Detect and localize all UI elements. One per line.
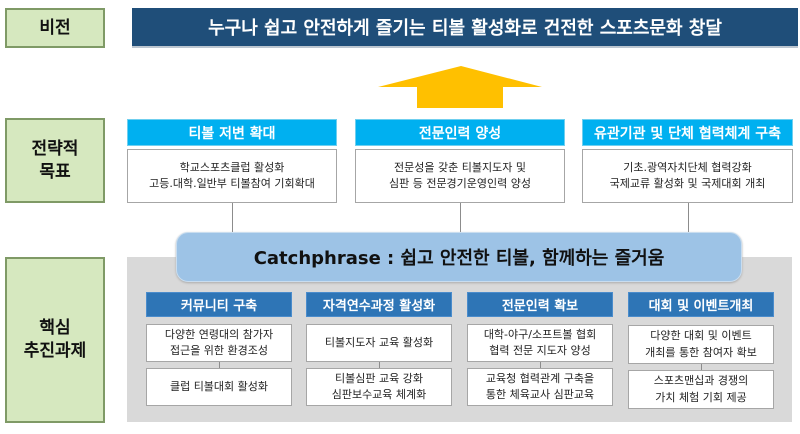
task-item: 클럽 티볼대회 활성화 [146, 368, 292, 406]
goal-body: 기초.광역자치단체 협력강화 국제교류 활성화 및 국제대회 개최 [582, 149, 793, 203]
connector [232, 203, 233, 233]
vision-label: 비전 [5, 8, 105, 48]
task-title: 전문인력 확보 [467, 292, 613, 317]
task-item: 다양한 연령대의 참가자 접근을 위한 환경조성 [146, 324, 292, 362]
up-arrow-icon [378, 66, 542, 108]
task-title: 커뮤니티 구축 [146, 292, 292, 317]
task-item: 스포츠맨십과 경쟁의 가치 체험 기회 제공 [628, 370, 774, 409]
task-item: 대학-야구/소프트볼 협회 협력 전문 지도자 양성 [467, 324, 613, 362]
connector [540, 362, 541, 368]
connector [701, 364, 702, 370]
goal-title: 티볼 저변 확대 [127, 119, 337, 146]
vision-banner: 누구나 쉽고 안전하게 즐기는 티볼 활성화로 건전한 스포츠문화 창달 [132, 8, 798, 48]
core-label: 핵심 추진과제 [5, 257, 105, 423]
catchphrase: Catchphrase : 쉽고 안전한 티볼, 함께하는 즐거움 [176, 232, 742, 282]
task-item: 교육청 협력관계 구축을 통한 체육교사 심판교육 [467, 368, 613, 406]
task-item: 티볼심판 교육 강화 심판보수교육 체계화 [306, 368, 452, 406]
goal-body: 학교스포츠클럽 활성화 고등.대학.일반부 티볼참여 기회확대 [127, 149, 337, 203]
task-item: 다양한 대회 및 이벤트 개최를 통한 참여자 확보 [628, 325, 774, 364]
goal-title: 유관기관 및 단체 협력체계 구축 [582, 119, 793, 146]
connector [219, 362, 220, 368]
task-title: 대회 및 이벤트개최 [628, 292, 774, 317]
connector [688, 203, 689, 233]
connector [379, 362, 380, 368]
strategy-label: 전략적 목표 [5, 118, 105, 203]
goal-title: 전문인력 양성 [355, 119, 565, 146]
connector [460, 203, 461, 233]
goal-body: 전문성을 갖춘 티볼지도자 및 심판 등 전문경기운영인력 양성 [355, 149, 565, 203]
task-title: 자격연수과정 활성화 [306, 292, 452, 317]
task-item: 티볼지도자 교육 활성화 [306, 324, 452, 362]
